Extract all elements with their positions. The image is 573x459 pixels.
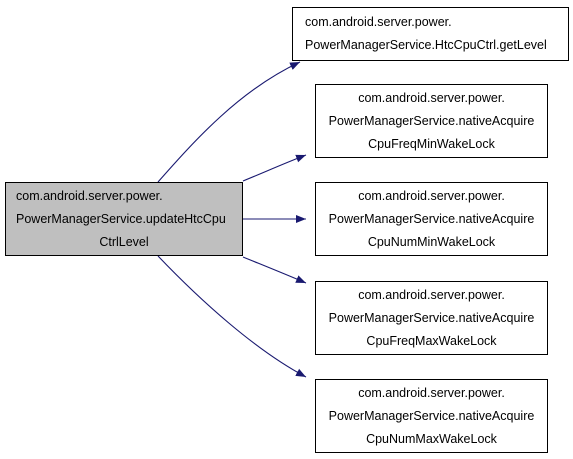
- node-label-line: com.android.server.power.: [358, 90, 505, 105]
- edge-root-to-cpu-freq-min: [242, 154, 307, 182]
- node-label-line: PowerManagerService.nativeAcquire: [328, 408, 535, 423]
- node-label-line: CtrlLevel: [99, 234, 149, 249]
- node-native-acquire-cpu-num-min-wake-lock[interactable]: com.android.server.power. PowerManagerSe…: [315, 182, 548, 256]
- node-htc-cpu-ctrl-get-level[interactable]: com.android.server.power. PowerManagerSe…: [292, 7, 569, 61]
- edge-root-to-cpu-freq-max: [242, 256, 307, 284]
- node-label-line: com.android.server.power.: [358, 188, 505, 203]
- node-label-line: PowerManagerService.nativeAcquire: [328, 310, 535, 325]
- node-label-line: CpuNumMaxWakeLock: [366, 431, 497, 446]
- node-update-htc-cpu-ctrl-level[interactable]: com.android.server.power. PowerManagerSe…: [5, 182, 243, 256]
- node-native-acquire-cpu-freq-min-wake-lock[interactable]: com.android.server.power. PowerManagerSe…: [315, 84, 548, 158]
- node-native-acquire-cpu-freq-max-wake-lock[interactable]: com.android.server.power. PowerManagerSe…: [315, 281, 548, 355]
- node-label-line: CpuFreqMaxWakeLock: [366, 333, 497, 348]
- node-native-acquire-cpu-num-max-wake-lock[interactable]: com.android.server.power. PowerManagerSe…: [315, 379, 548, 453]
- node-label-line: PowerManagerService.nativeAcquire: [328, 113, 535, 128]
- node-label-line: PowerManagerService.HtcCpuCtrl.getLevel: [305, 38, 547, 52]
- node-label-line: CpuFreqMinWakeLock: [368, 136, 495, 151]
- node-label-line: CpuNumMinWakeLock: [367, 234, 496, 249]
- node-label-line: com.android.server.power.: [358, 385, 505, 400]
- edge-root-to-get-level: [157, 61, 301, 183]
- node-label-line: com.android.server.power.: [358, 287, 505, 302]
- node-label-line: PowerManagerService.updateHtcCpu: [16, 211, 226, 226]
- node-label-line: com.android.server.power.: [305, 15, 452, 29]
- node-label-line: com.android.server.power.: [16, 188, 163, 203]
- node-label-line: PowerManagerService.nativeAcquire: [328, 211, 535, 226]
- edge-root-to-cpu-num-max: [157, 255, 307, 378]
